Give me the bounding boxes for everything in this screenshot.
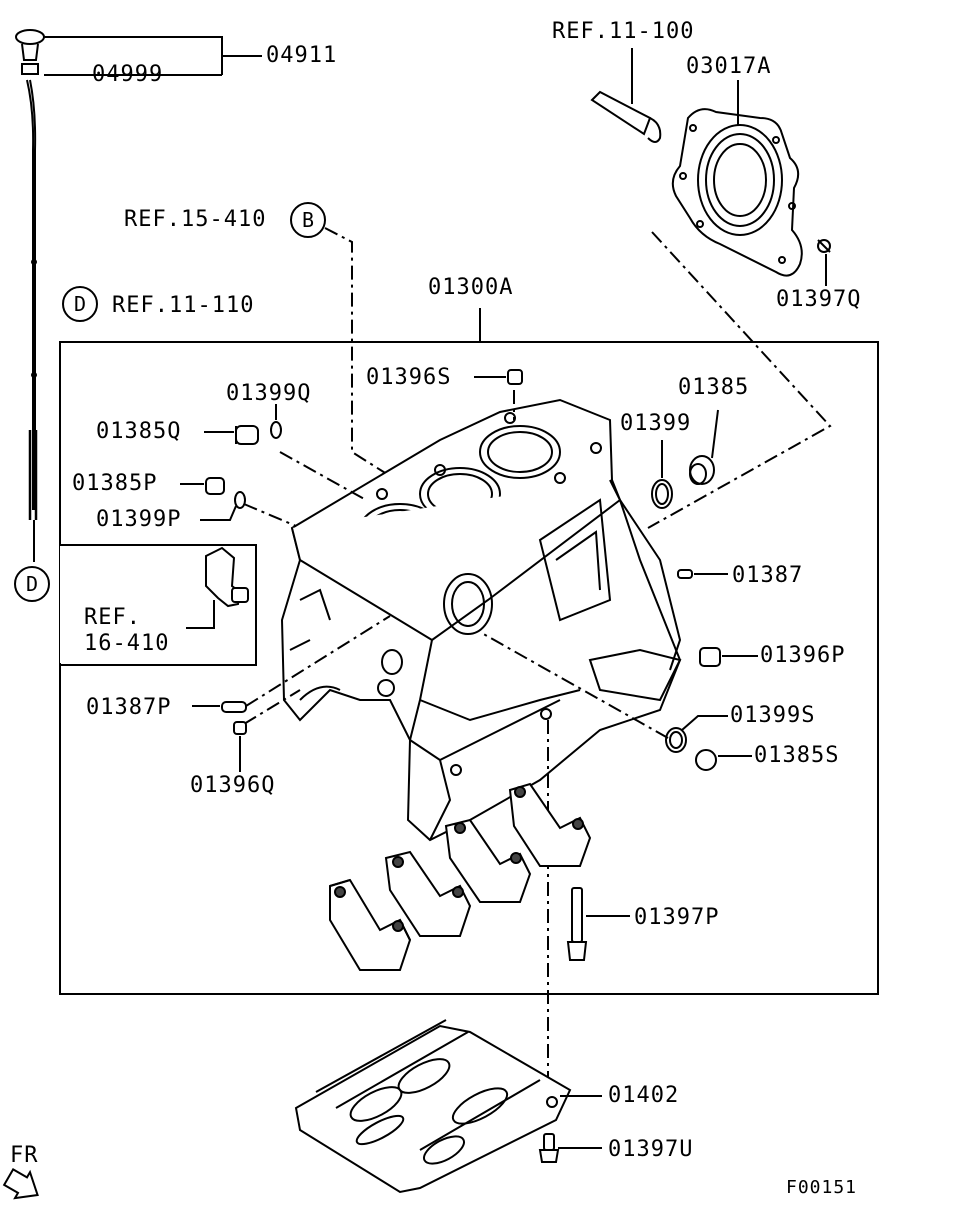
fr-arrow-icon [2, 1167, 39, 1200]
ladder-frame [294, 1019, 602, 1194]
bearing-caps [329, 782, 592, 971]
label-direction-fr: FR [10, 1143, 39, 1168]
pin-01387 [677, 569, 728, 579]
label-01385: 01385 [678, 375, 750, 400]
label-01396P: 01396P [760, 643, 846, 668]
bolt-01397P [566, 887, 630, 961]
diagram-id: F00151 [786, 1177, 858, 1198]
label-01385Q: 01385Q [96, 419, 182, 444]
gasket-01399Q [270, 404, 282, 439]
label-01399: 01399 [620, 411, 692, 436]
dipstick [15, 29, 45, 562]
label-01399S: 01399S [730, 703, 816, 728]
pin-01387P [192, 701, 247, 713]
label-01397Q: 01397Q [776, 287, 862, 312]
label-01402: 01402 [608, 1083, 680, 1108]
oil-seal-housing [671, 108, 803, 277]
sleeve-01396Q [233, 721, 247, 772]
bolt-01397U [538, 1133, 602, 1163]
dashline-ref-b [324, 227, 391, 477]
cylinder-block [280, 398, 682, 842]
dashline-01399p [243, 503, 297, 527]
label-04999: 04999 [92, 62, 164, 87]
plug-01385Q [204, 425, 259, 445]
label-ref-11-100: REF.11-100 [552, 19, 695, 44]
dashline-01399s [479, 631, 669, 739]
label-ref-16-410-line1: REF. [84, 605, 141, 630]
label-01399P: 01399P [96, 507, 182, 532]
label-ref-16-410-line2: 16-410 [84, 631, 170, 656]
plug-01396S [474, 369, 523, 385]
label-03017A: 03017A [686, 54, 772, 79]
sleeve-01396P [699, 647, 758, 667]
label-04911: 04911 [266, 43, 338, 68]
gasket-01399P [200, 491, 246, 521]
label-01387: 01387 [732, 563, 804, 588]
bolt-01397Q [817, 239, 831, 286]
dashline-01399q [279, 451, 367, 501]
plug-01385S [695, 749, 752, 771]
marker-d-top: D [62, 286, 98, 322]
label-01300A: 01300A [428, 275, 514, 300]
marker-d-bottom: D [14, 566, 50, 602]
label-01396S: 01396S [366, 365, 452, 390]
label-01399Q: 01399Q [226, 381, 312, 406]
label-01387P: 01387P [86, 695, 172, 720]
label-01396Q: 01396Q [190, 773, 276, 798]
marker-b: B [290, 202, 326, 238]
label-01385P: 01385P [72, 471, 158, 496]
dashline-seal [647, 231, 832, 529]
sealant-tube [590, 48, 662, 143]
label-01385S: 01385S [754, 743, 840, 768]
label-ref-15-410: REF.15-410 [124, 207, 267, 232]
plug-01385P [180, 477, 225, 495]
plug-01385 [689, 409, 719, 485]
label-ref-11-110: REF.11-110 [112, 293, 255, 318]
gasket-01399 [651, 440, 673, 509]
gasket-01399S [665, 715, 728, 753]
ref-cutout-edges [60, 544, 257, 666]
label-01397P: 01397P [634, 905, 720, 930]
assembly-frame-box [59, 341, 879, 995]
dashline-01396q [243, 689, 301, 725]
dashline-01387p [245, 615, 391, 707]
label-01397U: 01397U [608, 1137, 694, 1162]
sensor-ref-16-410 [186, 546, 249, 629]
